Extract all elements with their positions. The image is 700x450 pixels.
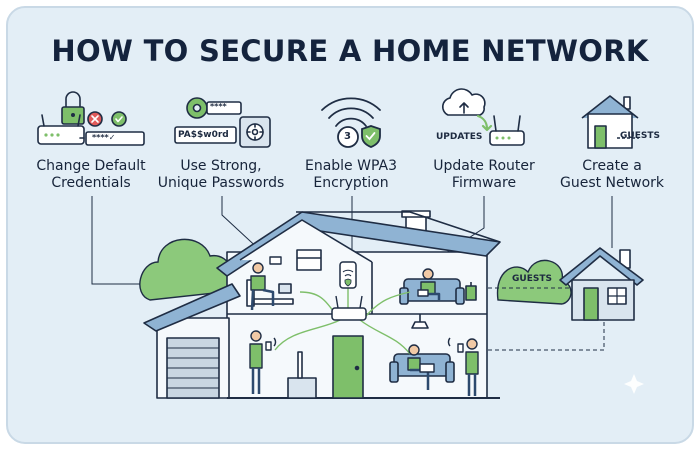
wpa3-badge-text: 3: [344, 131, 351, 142]
page-title: HOW TO SECURE A HOME NETWORK: [51, 34, 649, 68]
step-label-line: Use Strong,: [180, 158, 262, 174]
sparkle-icon: [624, 374, 644, 394]
router-network: [274, 261, 411, 355]
guest-house: [559, 247, 644, 321]
step-guest-network: Create a Guest Network: [537, 158, 687, 192]
house: [143, 210, 501, 399]
step-strong-passwords: Use Strong, Unique Passwords: [146, 158, 296, 192]
password-example-text: PA$$w0rd: [178, 130, 229, 140]
router-lock-icon: [37, 91, 145, 146]
step-change-credentials: Change Default Credentials: [16, 158, 166, 192]
guests-label-icon: GUESTS: [620, 131, 660, 141]
step-label-line: Credentials: [51, 175, 131, 191]
step-label-line: Unique Passwords: [157, 175, 285, 191]
step-update-firmware: Update Router Firmware: [409, 158, 559, 192]
step-label-line: Firmware: [451, 175, 517, 191]
step-enable-wpa3: Enable WPA3 Encryption: [276, 158, 426, 192]
guest-link-lower: [488, 322, 605, 351]
step-label-line: Enable WPA3: [304, 158, 397, 174]
people: [249, 256, 479, 396]
step-label-line: Guest Network: [559, 175, 665, 191]
step-label-line: Change Default: [36, 158, 146, 174]
guests-label-house: GUESTS: [512, 274, 552, 284]
key-mask-text: ****: [210, 102, 227, 111]
step-label-line: Update Router: [433, 158, 535, 174]
wifi-shield-icon: [321, 97, 381, 148]
masked-password-text: ****✓: [92, 133, 116, 142]
guest-house-icon: [581, 95, 639, 149]
step-label-line: Encryption: [313, 175, 389, 191]
step-label-line: Create a: [582, 158, 642, 174]
cloud-update-icon: [442, 88, 525, 146]
updates-label: UPDATES: [436, 132, 483, 142]
key-safe-icon: [174, 97, 271, 148]
